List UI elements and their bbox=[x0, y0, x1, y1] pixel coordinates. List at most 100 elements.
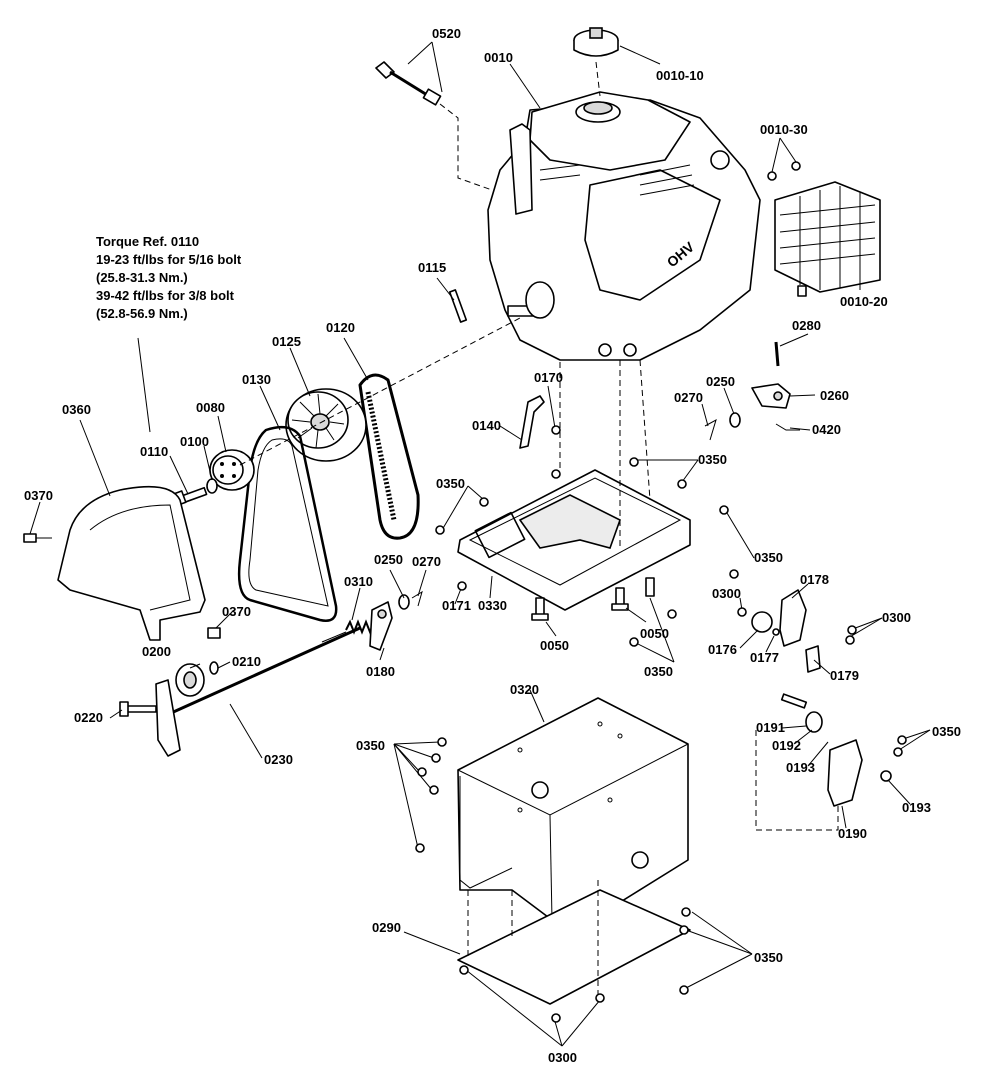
callout-0300-mid: 0300 bbox=[712, 586, 741, 601]
callout-0330: 0330 bbox=[478, 598, 507, 613]
plate-guides bbox=[467, 880, 599, 1000]
nut bbox=[880, 770, 892, 782]
cooling-fins bbox=[539, 164, 695, 196]
callout-0270-lower: 0270 bbox=[412, 554, 441, 569]
fuel-tank bbox=[529, 91, 691, 171]
washer bbox=[729, 412, 741, 428]
frame-housing bbox=[457, 697, 689, 943]
callout-0250-lower: 0250 bbox=[374, 552, 403, 567]
key-pin bbox=[448, 289, 468, 323]
callout-0193-right: 0193 bbox=[902, 800, 931, 815]
callout-0080: 0080 bbox=[196, 400, 225, 415]
belt-cover bbox=[57, 485, 206, 641]
callout-0310: 0310 bbox=[344, 574, 373, 589]
torque-note-line-4: 39-42 ft/lbs for 3/8 bolt bbox=[96, 288, 235, 303]
callout-0200: 0200 bbox=[142, 644, 171, 659]
fuel-filler-opening bbox=[583, 101, 613, 115]
callout-0350-bottom: 0350 bbox=[754, 950, 783, 965]
callout-0170: 0170 bbox=[534, 370, 563, 385]
torque-note-line-1: Torque Ref. 0110 bbox=[96, 234, 199, 249]
fuel-cap bbox=[573, 27, 619, 57]
crankshaft-housing bbox=[525, 281, 555, 319]
callout-0193-left: 0193 bbox=[786, 760, 815, 775]
callout-0192: 0192 bbox=[772, 738, 801, 753]
callout-0171: 0171 bbox=[442, 598, 471, 613]
callout-0300-right: 0300 bbox=[882, 610, 911, 625]
mount-bolt bbox=[645, 577, 655, 597]
callout-0360: 0360 bbox=[62, 402, 91, 417]
muffler-guard bbox=[774, 181, 881, 297]
callout-0050-right: 0050 bbox=[640, 626, 669, 641]
callout-0140: 0140 bbox=[472, 418, 501, 433]
callout-0010: 0010 bbox=[484, 50, 513, 65]
cover-screw bbox=[23, 533, 52, 543]
control-lever bbox=[519, 395, 545, 449]
callout-0350-upper-right: 0350 bbox=[698, 452, 727, 467]
torque-note: Torque Ref. 0110 19-23 ft/lbs for 5/16 b… bbox=[96, 234, 242, 433]
idler-spring bbox=[345, 619, 375, 635]
cotter-pin bbox=[704, 418, 717, 441]
torque-note-line-5: (52.8-56.9 Nm.) bbox=[96, 306, 188, 321]
idler-pulley bbox=[175, 663, 205, 697]
callouts: 0520 0010 0010-10 0010-30 0010-20 0115 0… bbox=[24, 26, 961, 1065]
pulley-main bbox=[285, 388, 367, 462]
idler-arm bbox=[155, 679, 181, 757]
callout-0010-10: 0010-10 bbox=[656, 68, 704, 83]
callout-0130: 0130 bbox=[242, 372, 271, 387]
torque-note-line-2: 19-23 ft/lbs for 5/16 bolt bbox=[96, 252, 242, 267]
callout-0125: 0125 bbox=[272, 334, 301, 349]
callout-0350-upper-left: 0350 bbox=[436, 476, 465, 491]
callout-0250-upper: 0250 bbox=[706, 374, 735, 389]
control-bracket bbox=[827, 739, 863, 807]
callout-0350-frame-left: 0350 bbox=[356, 738, 385, 753]
callout-0290: 0290 bbox=[372, 920, 401, 935]
idler-bolt bbox=[125, 705, 157, 713]
engine-mount-plate bbox=[457, 469, 691, 611]
fuel-cap-guide bbox=[595, 61, 601, 97]
mount-guides bbox=[559, 359, 651, 550]
belt-toothed bbox=[358, 373, 420, 540]
mount-bolt bbox=[531, 597, 549, 621]
callout-0350-center: 0350 bbox=[644, 664, 673, 679]
callout-0350-frame-right: 0350 bbox=[932, 724, 961, 739]
cover-screw bbox=[207, 627, 221, 639]
clip bbox=[775, 423, 800, 431]
bracket-guide bbox=[755, 730, 839, 831]
callout-0420: 0420 bbox=[812, 422, 841, 437]
idler-bolt-head bbox=[119, 701, 129, 717]
pin bbox=[774, 341, 780, 367]
mount-bolt bbox=[611, 587, 629, 611]
pulley-small bbox=[209, 449, 255, 491]
callout-0176: 0176 bbox=[708, 642, 737, 657]
callout-0220: 0220 bbox=[74, 710, 103, 725]
engine-assembly: OHV bbox=[487, 91, 761, 361]
callout-0120: 0120 bbox=[326, 320, 355, 335]
engine-shroud bbox=[584, 169, 721, 301]
callout-0179: 0179 bbox=[830, 668, 859, 683]
callout-0270-upper: 0270 bbox=[674, 390, 703, 405]
shaft-axis-line bbox=[239, 317, 521, 466]
bracket-clip bbox=[805, 645, 821, 673]
callout-0050-left: 0050 bbox=[540, 638, 569, 653]
flat-washer bbox=[751, 611, 773, 633]
washer bbox=[398, 594, 410, 610]
idler-bracket bbox=[369, 601, 393, 651]
bushing bbox=[805, 711, 823, 733]
belt-v bbox=[237, 425, 338, 622]
nut bbox=[772, 628, 780, 636]
callout-0115: 0115 bbox=[418, 260, 446, 275]
callout-0280: 0280 bbox=[792, 318, 821, 333]
callout-0190: 0190 bbox=[838, 826, 867, 841]
callout-0370-bottom: 0370 bbox=[222, 604, 251, 619]
leader-lines bbox=[29, 41, 931, 1047]
callout-0100: 0100 bbox=[180, 434, 209, 449]
lever-bracket-hole bbox=[773, 391, 783, 401]
bottom-plate bbox=[457, 889, 691, 1005]
callout-0370-left: 0370 bbox=[24, 488, 53, 503]
callout-0520: 0520 bbox=[432, 26, 461, 41]
torque-note-arrow bbox=[137, 337, 151, 433]
torque-note-line-3: (25.8-31.3 Nm.) bbox=[96, 270, 188, 285]
callout-0260: 0260 bbox=[820, 388, 849, 403]
callout-0010-20: 0010-20 bbox=[840, 294, 888, 309]
